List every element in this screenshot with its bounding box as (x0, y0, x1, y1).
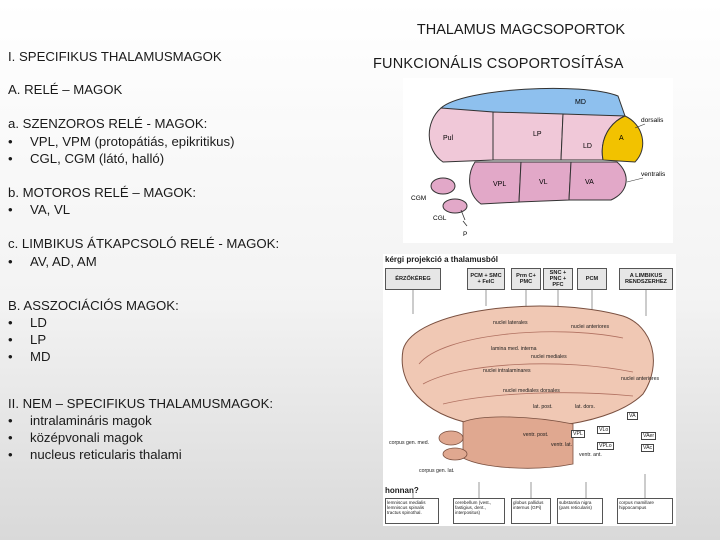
header-box: PCM (577, 268, 607, 290)
label-ventr-lat: ventr. lat. (551, 442, 573, 448)
tag-vlo: VLo (597, 426, 611, 434)
label-md: MD (575, 99, 586, 106)
thalamus-nuclei-diagram: MD Pul LP LD A VPL VL VA CGM CGL P dorsa… (403, 78, 673, 243)
label-intralaminar: nuclei intralaminares (483, 368, 531, 374)
label-lamina-medullaris: lamina med. interna (491, 346, 537, 352)
footer-box: corpus mamillare hippocampus (617, 498, 673, 524)
bullet-icon: • (8, 447, 13, 463)
label-cgl: CGL (433, 215, 447, 222)
bullet-icon: • (8, 202, 13, 218)
heading-motor-relay: b. MOTOROS RELÉ – MAGOK: (8, 185, 197, 201)
header-box: ÉRZŐKÉREG (385, 268, 441, 290)
heading-sensory-relay: a. SZENZOROS RELÉ - MAGOK: (8, 116, 208, 132)
vpl-region (469, 161, 522, 205)
lp-region (492, 111, 564, 161)
page-title: THALAMUS MAGCSOPORTOK (416, 22, 625, 38)
label-ld: LD (583, 143, 592, 150)
list-item: •VPL, VPM (protopátiás, epikritikus) (8, 133, 235, 149)
label-pul: Pul (443, 135, 454, 142)
label-nuclei-anteriores: nuclei anteriores (571, 324, 610, 330)
list-item: •VA, VL (8, 202, 71, 218)
label-nuclei-mediales-dorsales: nuclei mediales dorsales (503, 388, 560, 394)
bullet-icon: • (8, 349, 13, 365)
label-va: VA (585, 179, 594, 186)
label-ventralis: ventralis (641, 171, 666, 178)
list-item: •LP (8, 332, 47, 348)
cgl-shape (442, 447, 468, 461)
label-lat-dors: lat. dors. (575, 404, 595, 410)
header-box: A LIMBIKUS RENDSZERHEZ (619, 268, 673, 290)
label-lat-post: lat. post. (533, 404, 553, 410)
bullet-icon: • (8, 430, 13, 446)
cgl-region (442, 198, 468, 214)
header-box: Prm C+ PMC (511, 268, 541, 290)
label-ventr-ant: ventr. ant. (579, 452, 602, 458)
label-corpus-gen-med: corpus gen. med. (389, 440, 430, 446)
label-ventr-post: ventr. post. (523, 432, 549, 438)
figure-title: kérgi projekció a thalamusból (385, 255, 498, 264)
footer-box: cerebellum (vest., fastigius, dent., int… (453, 498, 505, 524)
heading-relay-nuclei: A. RELÉ – MAGOK (8, 82, 123, 98)
tag-vaer: VAer (641, 432, 657, 440)
cgm-region (430, 177, 456, 195)
honnan-label: honnan? (385, 486, 419, 495)
thalamus-body (401, 305, 654, 429)
tag-vplo: VPLo (597, 442, 614, 450)
tag-vac: VAc (641, 444, 655, 452)
list-item: •nucleus reticularis thalami (8, 447, 182, 463)
heading-limbic-relay: c. LIMBIKUS ÁTKAPCSOLÓ RELÉ - MAGOK: (8, 236, 280, 252)
thalamus-nuclei-svg: MD Pul LP LD A VPL VL VA CGM CGL P dorsa… (411, 87, 666, 238)
va-region (568, 161, 627, 201)
bullet-icon: • (8, 315, 13, 331)
list-item: •AV, AD, AM (8, 253, 97, 269)
heading-specific-nuclei: I. SPECIFIKUS THALAMUSMAGOK (8, 49, 222, 64)
label-nuclei-laterales: nuclei laterales (493, 320, 528, 326)
tag-va: VA (627, 412, 638, 420)
bullet-icon: • (8, 133, 13, 149)
list-item: •intralamináris magok (8, 412, 152, 428)
list-item: •LD (8, 315, 47, 331)
tag-vpl: VPL (571, 430, 585, 438)
label-cgm: CGM (411, 195, 426, 202)
left-text-column: I. SPECIFIKUS THALAMUSMAGOK A. RELÉ – MA… (8, 48, 368, 463)
label-a: A (619, 135, 624, 142)
footer-box: substantia nigra (pars reticularis) (557, 498, 603, 524)
label-p: P (463, 231, 467, 238)
list-item: •MD (8, 349, 51, 365)
cgm-shape (438, 430, 464, 446)
md-region (440, 87, 626, 117)
label-vpl: VPL (493, 181, 506, 188)
heading-association-nuclei: B. ASSZOCIÁCIÓS MAGOK: (8, 297, 179, 313)
bullet-icon: • (8, 150, 13, 166)
bullet-icon: • (8, 253, 13, 269)
header-box: PCM + SMC + FelC (467, 268, 505, 290)
projection-svg (401, 290, 654, 498)
label-vl: VL (539, 179, 548, 186)
label-nuclei-mediales: nuclei mediales (531, 354, 567, 360)
heading-nonspecific-nuclei: II. NEM – SPECIFIKUS THALAMUSMAGOK: (8, 395, 274, 411)
label-nuclei-ant: nuclei anteriores (621, 376, 660, 382)
footer-box: lemniscus medialis lemniscus spinalis tr… (385, 498, 439, 524)
label-corpus-gen-lat: corpus gen. lat. (419, 468, 455, 474)
bullet-icon: • (8, 332, 13, 348)
footer-box: globus pallidus internus (GPi) (511, 498, 551, 524)
cortical-projection-diagram: kérgi projekció a thalamusból ÉRZŐKÉREG … (383, 254, 676, 526)
label-lp: LP (533, 131, 542, 138)
bullet-icon: • (8, 412, 13, 428)
list-item: •CGL, CGM (látó, halló) (8, 150, 165, 166)
pul-region (428, 107, 494, 163)
label-dorsalis: dorsalis (641, 117, 664, 124)
header-box: SNC + PNC + PFC (543, 268, 573, 290)
lower-nuclei (462, 416, 574, 469)
page-subtitle: FUNKCIONÁLIS CSOPORTOSÍTÁSA (373, 56, 624, 72)
list-item: •középvonali magok (8, 430, 143, 446)
